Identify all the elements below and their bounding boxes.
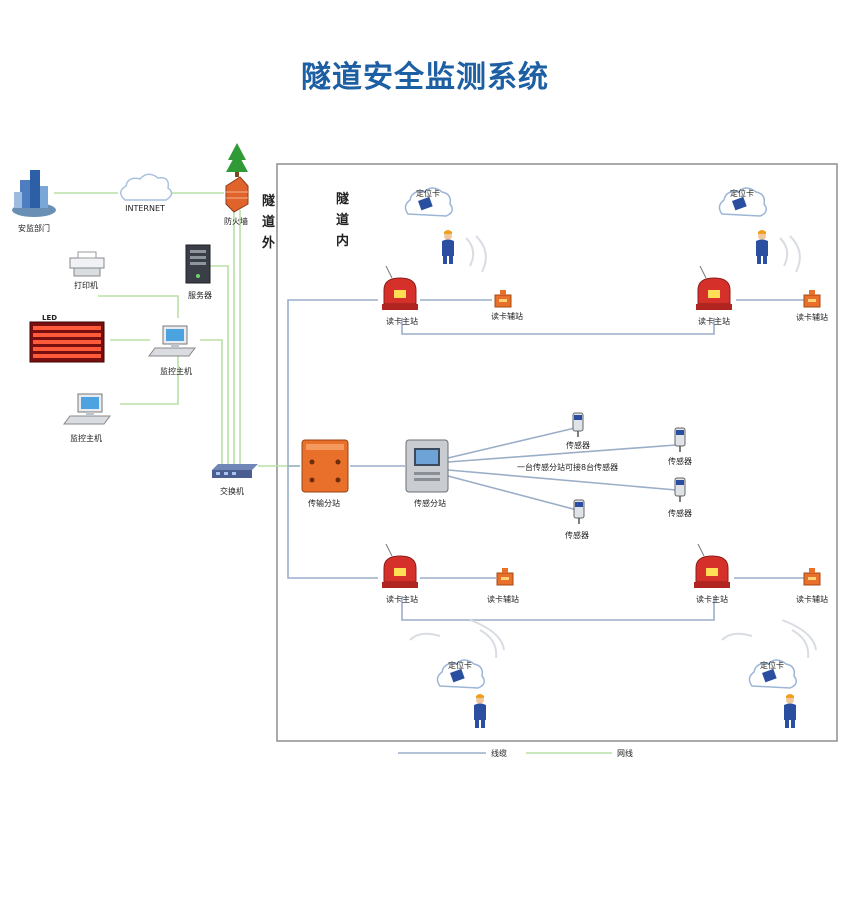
zone-inside-char-3: 内 (336, 233, 349, 249)
zone-inside-char-1: 隧 (336, 191, 349, 207)
zone-inside-char-2: 道 (336, 212, 349, 228)
worker-icon (474, 694, 486, 728)
reader-main-station-node: 读卡主站 (381, 265, 419, 326)
sensor-icon (572, 412, 584, 438)
internet-node: INTERNET (120, 173, 173, 213)
reader-aux-icon (496, 567, 514, 586)
led-display-icon (29, 321, 105, 363)
reader-aux-station-node: 读卡辅站 (796, 289, 828, 322)
internet-label: INTERNET (125, 204, 165, 213)
reader-aux-icon (803, 567, 821, 586)
locator-card-label: 定位卡 (448, 660, 472, 670)
sensor-icon (674, 477, 686, 503)
switch-node: 交换机 (212, 464, 258, 496)
monitor-host-2-label: 监控主机 (70, 433, 102, 443)
page-title: 隧道安全监测系统 (301, 60, 549, 95)
reader-aux-station-node: 读卡辅站 (491, 289, 523, 321)
locator-card-label: 定位卡 (760, 660, 784, 670)
reader-aux-label: 读卡辅站 (487, 594, 519, 604)
worker-icon (756, 230, 768, 264)
switch-icon (212, 464, 258, 478)
sensor-substation-icon (405, 439, 449, 493)
reader-main-label: 读卡主站 (698, 316, 730, 326)
zone-outside-char-3: 外 (261, 235, 275, 251)
sensor-node: 传感器 (668, 427, 692, 466)
transmission-substation-node: 传输分站 (301, 439, 349, 508)
zone-outside-char-1: 隧 (262, 193, 275, 209)
monitor-host-2-node: 监控主机 (63, 393, 111, 443)
sensor-node: 传感器 (566, 412, 590, 450)
reader-main-station-node: 读卡主站 (381, 543, 419, 604)
sensor-icon (674, 427, 686, 453)
reader-aux-icon (803, 289, 821, 308)
sensor-substation-label: 传感分站 (414, 498, 446, 508)
locator-card-label: 定位卡 (730, 188, 754, 198)
reader-aux-icon (494, 289, 512, 308)
substation-box-icon (301, 439, 349, 493)
legend-cable-label: 线缆 (491, 748, 507, 758)
server-label: 服务器 (188, 290, 212, 300)
computer-icon (148, 325, 196, 357)
reader-main-station-node: 读卡主站 (693, 543, 731, 604)
reader-main-icon (381, 543, 419, 589)
tree-icon (226, 143, 248, 177)
firewall-icon (225, 176, 249, 213)
reader-main-icon (693, 543, 731, 589)
server-node: 服务器 (185, 244, 212, 300)
worker-icon (784, 694, 796, 728)
monitor-host-1-label: 监控主机 (160, 366, 192, 376)
reader-main-label: 读卡主站 (386, 594, 418, 604)
locator-card-node: 定位卡 (436, 659, 485, 689)
reader-main-station-node: 读卡主站 (695, 265, 733, 326)
reader-aux-station-node: 读卡辅站 (796, 567, 828, 604)
reader-main-label: 读卡主站 (696, 594, 728, 604)
reader-main-label: 读卡主站 (386, 316, 418, 326)
sensor-label: 传感器 (668, 456, 692, 466)
locator-card-label: 定位卡 (416, 188, 440, 198)
sensor-node: 传感器 (668, 477, 692, 518)
sensor-label: 传感器 (668, 508, 692, 518)
printer-icon (69, 251, 105, 277)
building-icon (12, 170, 56, 217)
locator-card-node: 定位卡 (748, 659, 797, 689)
reader-aux-label: 读卡辅站 (796, 312, 828, 322)
worker-icon (442, 230, 454, 264)
printer-node: 打印机 (69, 251, 105, 290)
sensor-capacity-note: 一台传感分站可接8台传感器 (517, 462, 618, 472)
legend-net-label: 网线 (617, 748, 633, 758)
cloud-icon (120, 173, 173, 201)
sensor-icon (573, 499, 585, 525)
reader-aux-label: 读卡辅站 (796, 594, 828, 604)
server-icon (185, 244, 211, 284)
safety-dept-label: 安监部门 (18, 223, 50, 233)
monitor-host-1-node: 监控主机 (148, 325, 196, 376)
legend: 线缆 网线 (398, 748, 633, 758)
transmission-substation-label: 传输分站 (308, 498, 340, 508)
led-label: LED (42, 314, 57, 322)
sensor-node: 传感器 (565, 499, 589, 540)
led-board-node: LED (29, 314, 105, 363)
reader-aux-label: 读卡辅站 (491, 311, 523, 321)
locator-card-node: 定位卡 (404, 187, 453, 217)
tunnel-frame (276, 163, 838, 742)
sensor-label: 传感器 (565, 530, 589, 540)
sensor-substation-node: 传感分站 (405, 439, 449, 508)
reader-main-icon (695, 265, 733, 311)
computer-icon (63, 393, 111, 425)
firewall-node: 防火墙 (224, 143, 249, 226)
sensor-label: 传感器 (566, 440, 590, 450)
reader-aux-station-node: 读卡辅站 (487, 567, 519, 604)
switch-label: 交换机 (220, 486, 244, 496)
firewall-label: 防火墙 (224, 216, 248, 226)
locator-card-node: 定位卡 (718, 187, 767, 217)
reader-main-icon (381, 265, 419, 311)
printer-label: 打印机 (74, 280, 98, 290)
safety-dept-node: 安监部门 (12, 170, 56, 233)
zone-outside-char-2: 道 (262, 214, 275, 230)
